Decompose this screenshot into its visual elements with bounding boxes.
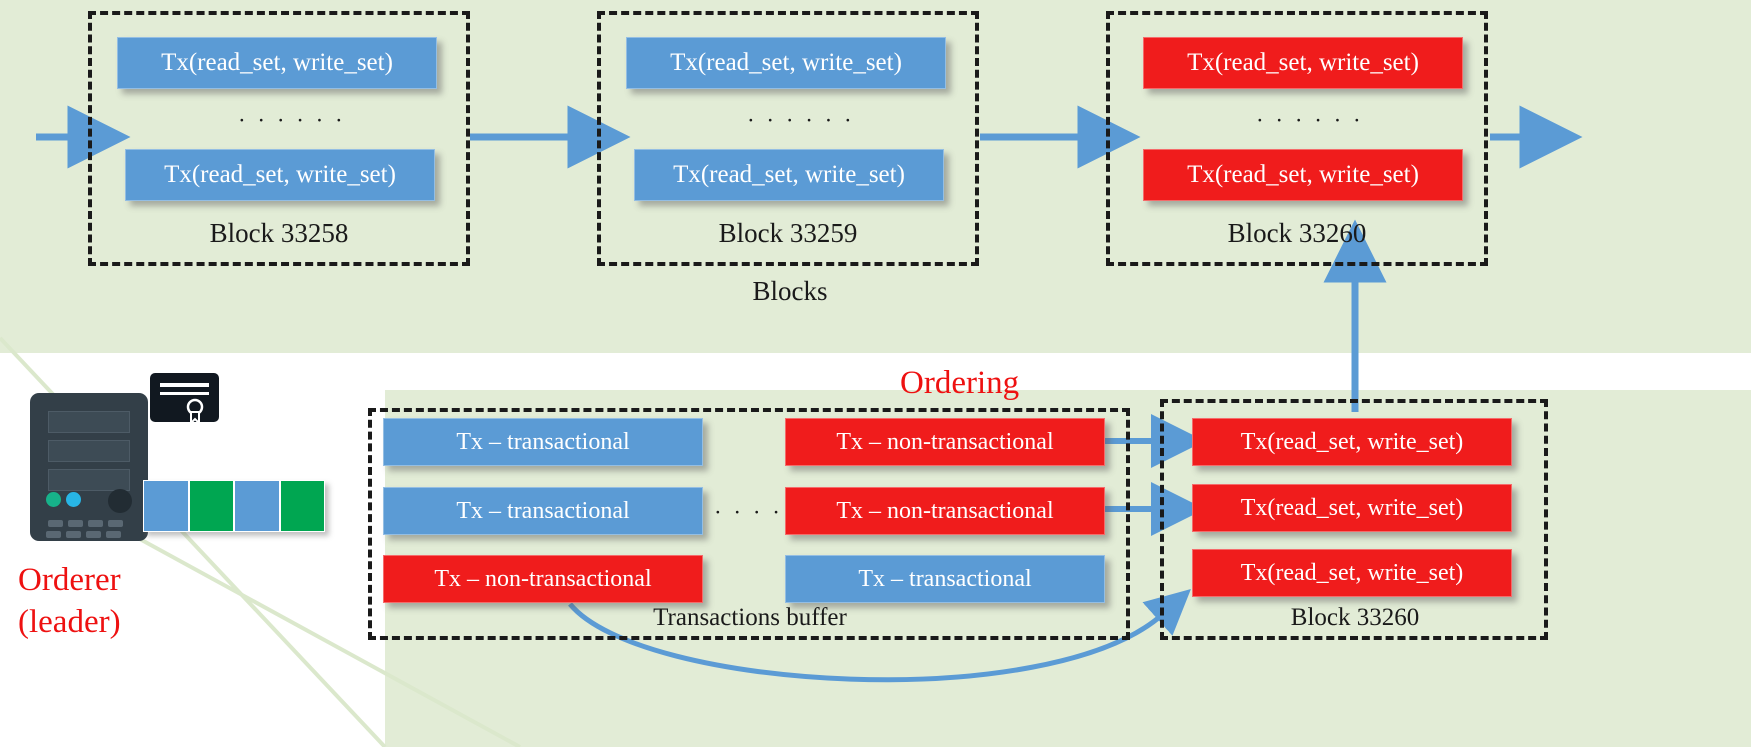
block-caption: Block 33259 xyxy=(718,218,858,248)
orderer-role: (leader) xyxy=(18,604,121,640)
buffer-transaction[interactable]: Tx – transactional xyxy=(785,555,1105,603)
blocks-label: Blocks xyxy=(752,276,828,306)
new-block-transaction[interactable]: Tx(read_set, write_set) xyxy=(1192,549,1512,597)
transaction-box[interactable]: Tx(read_set, write_set) xyxy=(634,149,944,201)
ordering-title: Ordering xyxy=(900,365,1020,401)
buffer-transaction[interactable]: Tx – transactional xyxy=(383,418,703,466)
certificate-icon xyxy=(150,373,219,426)
buffer-transaction[interactable]: Tx – transactional xyxy=(383,487,703,535)
new-block-33260[interactable] xyxy=(1160,399,1548,640)
new-block-transaction[interactable]: Tx(read_set, write_set) xyxy=(1192,418,1512,466)
ledger-icon xyxy=(143,480,325,532)
block-caption: Block 33260 xyxy=(1227,218,1367,248)
transaction-box[interactable]: Tx(read_set, write_set) xyxy=(1143,149,1463,201)
buffer-transaction[interactable]: Tx – non-transactional xyxy=(785,418,1105,466)
block-caption: Block 33258 xyxy=(209,218,349,248)
transaction-box[interactable]: Tx(read_set, write_set) xyxy=(117,37,437,89)
ellipsis: · · · · · · xyxy=(238,108,346,133)
ellipsis: · · · · · · xyxy=(1256,108,1364,133)
new-block-transaction[interactable]: Tx(read_set, write_set) xyxy=(1192,484,1512,532)
transaction-box[interactable]: Tx(read_set, write_set) xyxy=(626,37,946,89)
transactions-buffer[interactable] xyxy=(368,408,1130,640)
server-icon xyxy=(30,393,148,541)
orderer-name: Orderer xyxy=(18,562,121,598)
new-block-caption: Block 33260 xyxy=(1290,604,1420,631)
block-33260[interactable] xyxy=(1106,11,1488,266)
buffer-transaction[interactable]: Tx – non-transactional xyxy=(785,487,1105,535)
transaction-box[interactable]: Tx(read_set, write_set) xyxy=(1143,37,1463,89)
transaction-box[interactable]: Tx(read_set, write_set) xyxy=(125,149,435,201)
buffer-transaction[interactable]: Tx – non-transactional xyxy=(383,555,703,603)
block-33258[interactable] xyxy=(88,11,470,266)
block-33259[interactable] xyxy=(597,11,979,266)
transactions-buffer-caption: Transactions buffer xyxy=(653,604,847,631)
ellipsis: · · · · · · xyxy=(747,108,855,133)
